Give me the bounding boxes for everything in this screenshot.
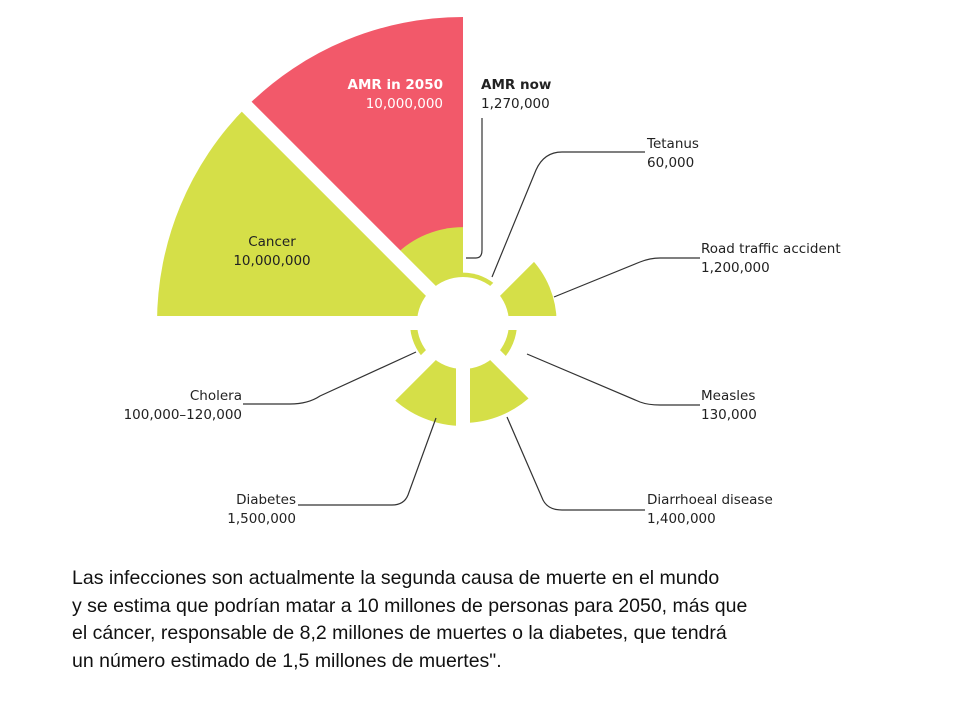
label-amr-2050-name: AMR in 2050: [347, 77, 444, 93]
label-amr-now-value: 1,270,000: [481, 96, 550, 112]
leader-road: [553, 257, 700, 298]
sector-gap: [458, 77, 709, 328]
leader-measles: [526, 353, 700, 406]
label-cholera: Cholera 100,000–120,000: [124, 387, 242, 425]
sector-gap: [217, 318, 468, 560]
label-tetanus: Tetanus 60,000: [647, 135, 699, 173]
polar-area-chart: [157, 17, 709, 560]
sector-gap: [217, 77, 468, 328]
label-cancer-name: Cancer: [248, 234, 296, 250]
leader-tetanus: [491, 151, 645, 278]
label-diabetes-name: Diabetes: [236, 492, 296, 508]
label-measles-value: 130,000: [701, 407, 757, 423]
label-amr-2050: AMR in 2050 10,000,000: [348, 76, 444, 114]
sector-gap: [458, 318, 709, 560]
label-diabetes: Diabetes 1,500,000: [227, 491, 296, 529]
label-measles: Measles 130,000: [701, 387, 757, 425]
leader-cholera: [243, 351, 417, 405]
label-diabetes-value: 1,500,000: [227, 511, 296, 527]
center-hole: [417, 277, 509, 369]
label-diarrhoeal-name: Diarrhoeal disease: [647, 492, 773, 508]
label-diarrhoeal-value: 1,400,000: [647, 511, 716, 527]
label-diarrhoeal: Diarrhoeal disease 1,400,000: [647, 491, 773, 529]
caption-line: un número estimado de 1,5 millones de mu…: [72, 649, 502, 672]
label-tetanus-name: Tetanus: [647, 136, 699, 152]
label-road-name: Road traffic accident: [701, 241, 841, 257]
caption-line: y se estima que podrían matar a 10 millo…: [72, 594, 748, 617]
leader-lines: [243, 118, 700, 511]
caption-line: Las infecciones son actualmente la segun…: [72, 567, 720, 589]
label-cholera-name: Cholera: [189, 388, 242, 404]
sector-cancer: [157, 106, 463, 323]
caption: Las infecciones son actualmente la segun…: [72, 565, 747, 675]
leader-diabetes: [298, 417, 437, 506]
label-cancer: Cancer 10,000,000: [222, 233, 322, 271]
label-road-value: 1,200,000: [701, 260, 770, 276]
caption-line: el cáncer, responsable de 8,2 millones d…: [72, 622, 727, 644]
label-cancer-value: 10,000,000: [233, 253, 311, 269]
label-amr-now-name: AMR now: [481, 77, 552, 93]
leader-amr-now: [466, 118, 483, 259]
label-cholera-value: 100,000–120,000: [123, 407, 242, 423]
leader-diarrhoeal: [506, 416, 645, 511]
label-amr-now: AMR now 1,270,000: [481, 76, 551, 114]
label-amr-2050-value: 10,000,000: [365, 96, 443, 112]
label-road: Road traffic accident 1,200,000: [701, 240, 841, 278]
label-tetanus-value: 60,000: [647, 155, 695, 171]
label-measles-name: Measles: [701, 388, 756, 404]
